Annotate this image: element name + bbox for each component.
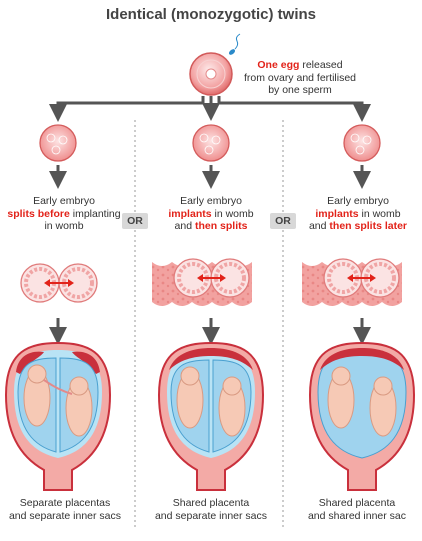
- caption-line: and separate inner sacs: [8, 510, 122, 522]
- embryo-label: Early embryo: [33, 195, 95, 207]
- embryo-text: and: [308, 220, 330, 232]
- egg-description: One egg released from ovary and fertilis…: [236, 59, 364, 97]
- implanted-splitting-embryo-icon: [152, 258, 252, 306]
- column-1-caption: Separate placentas and separate inner sa…: [0, 497, 130, 523]
- caption-line: Shared placenta: [172, 497, 250, 509]
- egg-text-b: from ovary and fertilised: [243, 71, 357, 84]
- column-2-caption: Shared placenta and separate inner sacs: [146, 497, 276, 523]
- early-embryo-icon: [343, 124, 381, 162]
- column-2-description: Early embryo implants in womb and then s…: [152, 195, 270, 233]
- column-3-caption: Shared placenta and shared inner sac: [292, 497, 422, 523]
- sperm-icon: [228, 33, 241, 55]
- embryo-label: Early embryo: [327, 195, 389, 207]
- fertilised-egg-icon: [189, 52, 233, 96]
- embryo-text: implanting: [69, 207, 121, 220]
- caption-line: Shared placenta: [318, 497, 396, 509]
- womb-shared-placenta-shared-sac-icon: [308, 341, 416, 491]
- embryo-highlight: then splits later: [329, 220, 408, 232]
- column-1-description: Early embryo splits before implanting in…: [6, 195, 122, 233]
- embryo-highlight: splits before: [7, 207, 70, 220]
- embryo-text: in womb: [44, 220, 84, 232]
- embryo-text: in womb: [358, 207, 401, 220]
- embryo-highlight: implants: [315, 207, 359, 220]
- egg-text-a: released: [299, 59, 343, 71]
- caption-line: and shared inner sac: [307, 510, 407, 522]
- early-embryo-icon: [39, 124, 77, 162]
- or-badge: OR: [270, 213, 296, 229]
- egg-highlight: One egg: [257, 59, 300, 71]
- embryo-highlight: implants: [168, 207, 212, 220]
- caption-line: Separate placentas: [19, 497, 111, 509]
- embryo-highlight: then splits: [194, 220, 248, 232]
- down-arrows: [49, 165, 371, 189]
- diagram-title: Identical (monozygotic) twins: [105, 6, 316, 23]
- embryo-text: and: [174, 220, 195, 232]
- egg-text-c: by one sperm: [268, 84, 332, 96]
- caption-line: and separate inner sacs: [154, 510, 268, 522]
- branch-arrows: [49, 96, 371, 122]
- column-3-description: Early embryo implants in womb and then s…: [298, 195, 418, 233]
- womb-shared-placenta-separate-sacs-icon: [157, 341, 265, 491]
- or-badge: OR: [122, 213, 148, 229]
- womb-separate-placentas-icon: [4, 341, 112, 491]
- down-arrows: [49, 318, 371, 345]
- implanted-splitting-embryo-icon: [302, 258, 402, 306]
- embryo-text: in womb: [211, 207, 254, 220]
- splitting-embryo-icon: [20, 263, 98, 303]
- early-embryo-icon: [192, 124, 230, 162]
- embryo-label: Early embryo: [180, 195, 242, 207]
